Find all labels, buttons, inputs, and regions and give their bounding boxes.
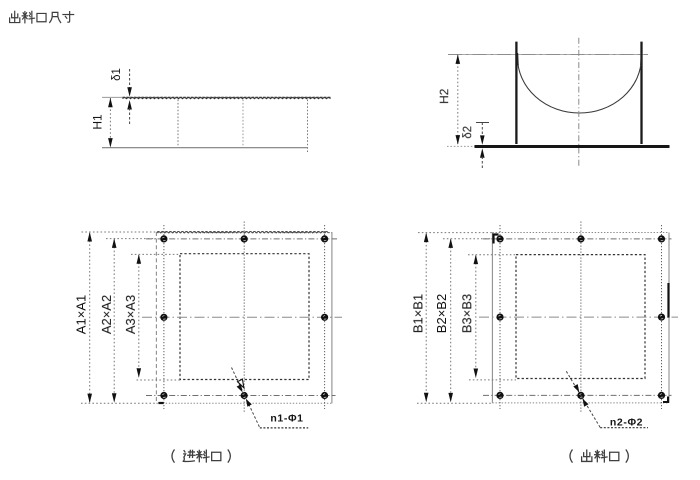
svg-text:B1×B1: B1×B1 (410, 294, 425, 333)
svg-text:δ2: δ2 (462, 126, 474, 139)
svg-text:δ1: δ1 (111, 68, 123, 81)
svg-text:A1×A1: A1×A1 (74, 295, 89, 334)
svg-text:A3×A3: A3×A3 (123, 295, 138, 334)
svg-text:H2: H2 (437, 88, 451, 104)
svg-text:B2×B2: B2×B2 (434, 294, 449, 333)
svg-text:n2-Φ2: n2-Φ2 (610, 417, 643, 429)
svg-text:n1-Φ1: n1-Φ1 (270, 412, 303, 424)
svg-text:H1: H1 (91, 114, 105, 130)
svg-text:A2×A2: A2×A2 (99, 295, 114, 334)
svg-text:B3×B3: B3×B3 (459, 294, 474, 333)
